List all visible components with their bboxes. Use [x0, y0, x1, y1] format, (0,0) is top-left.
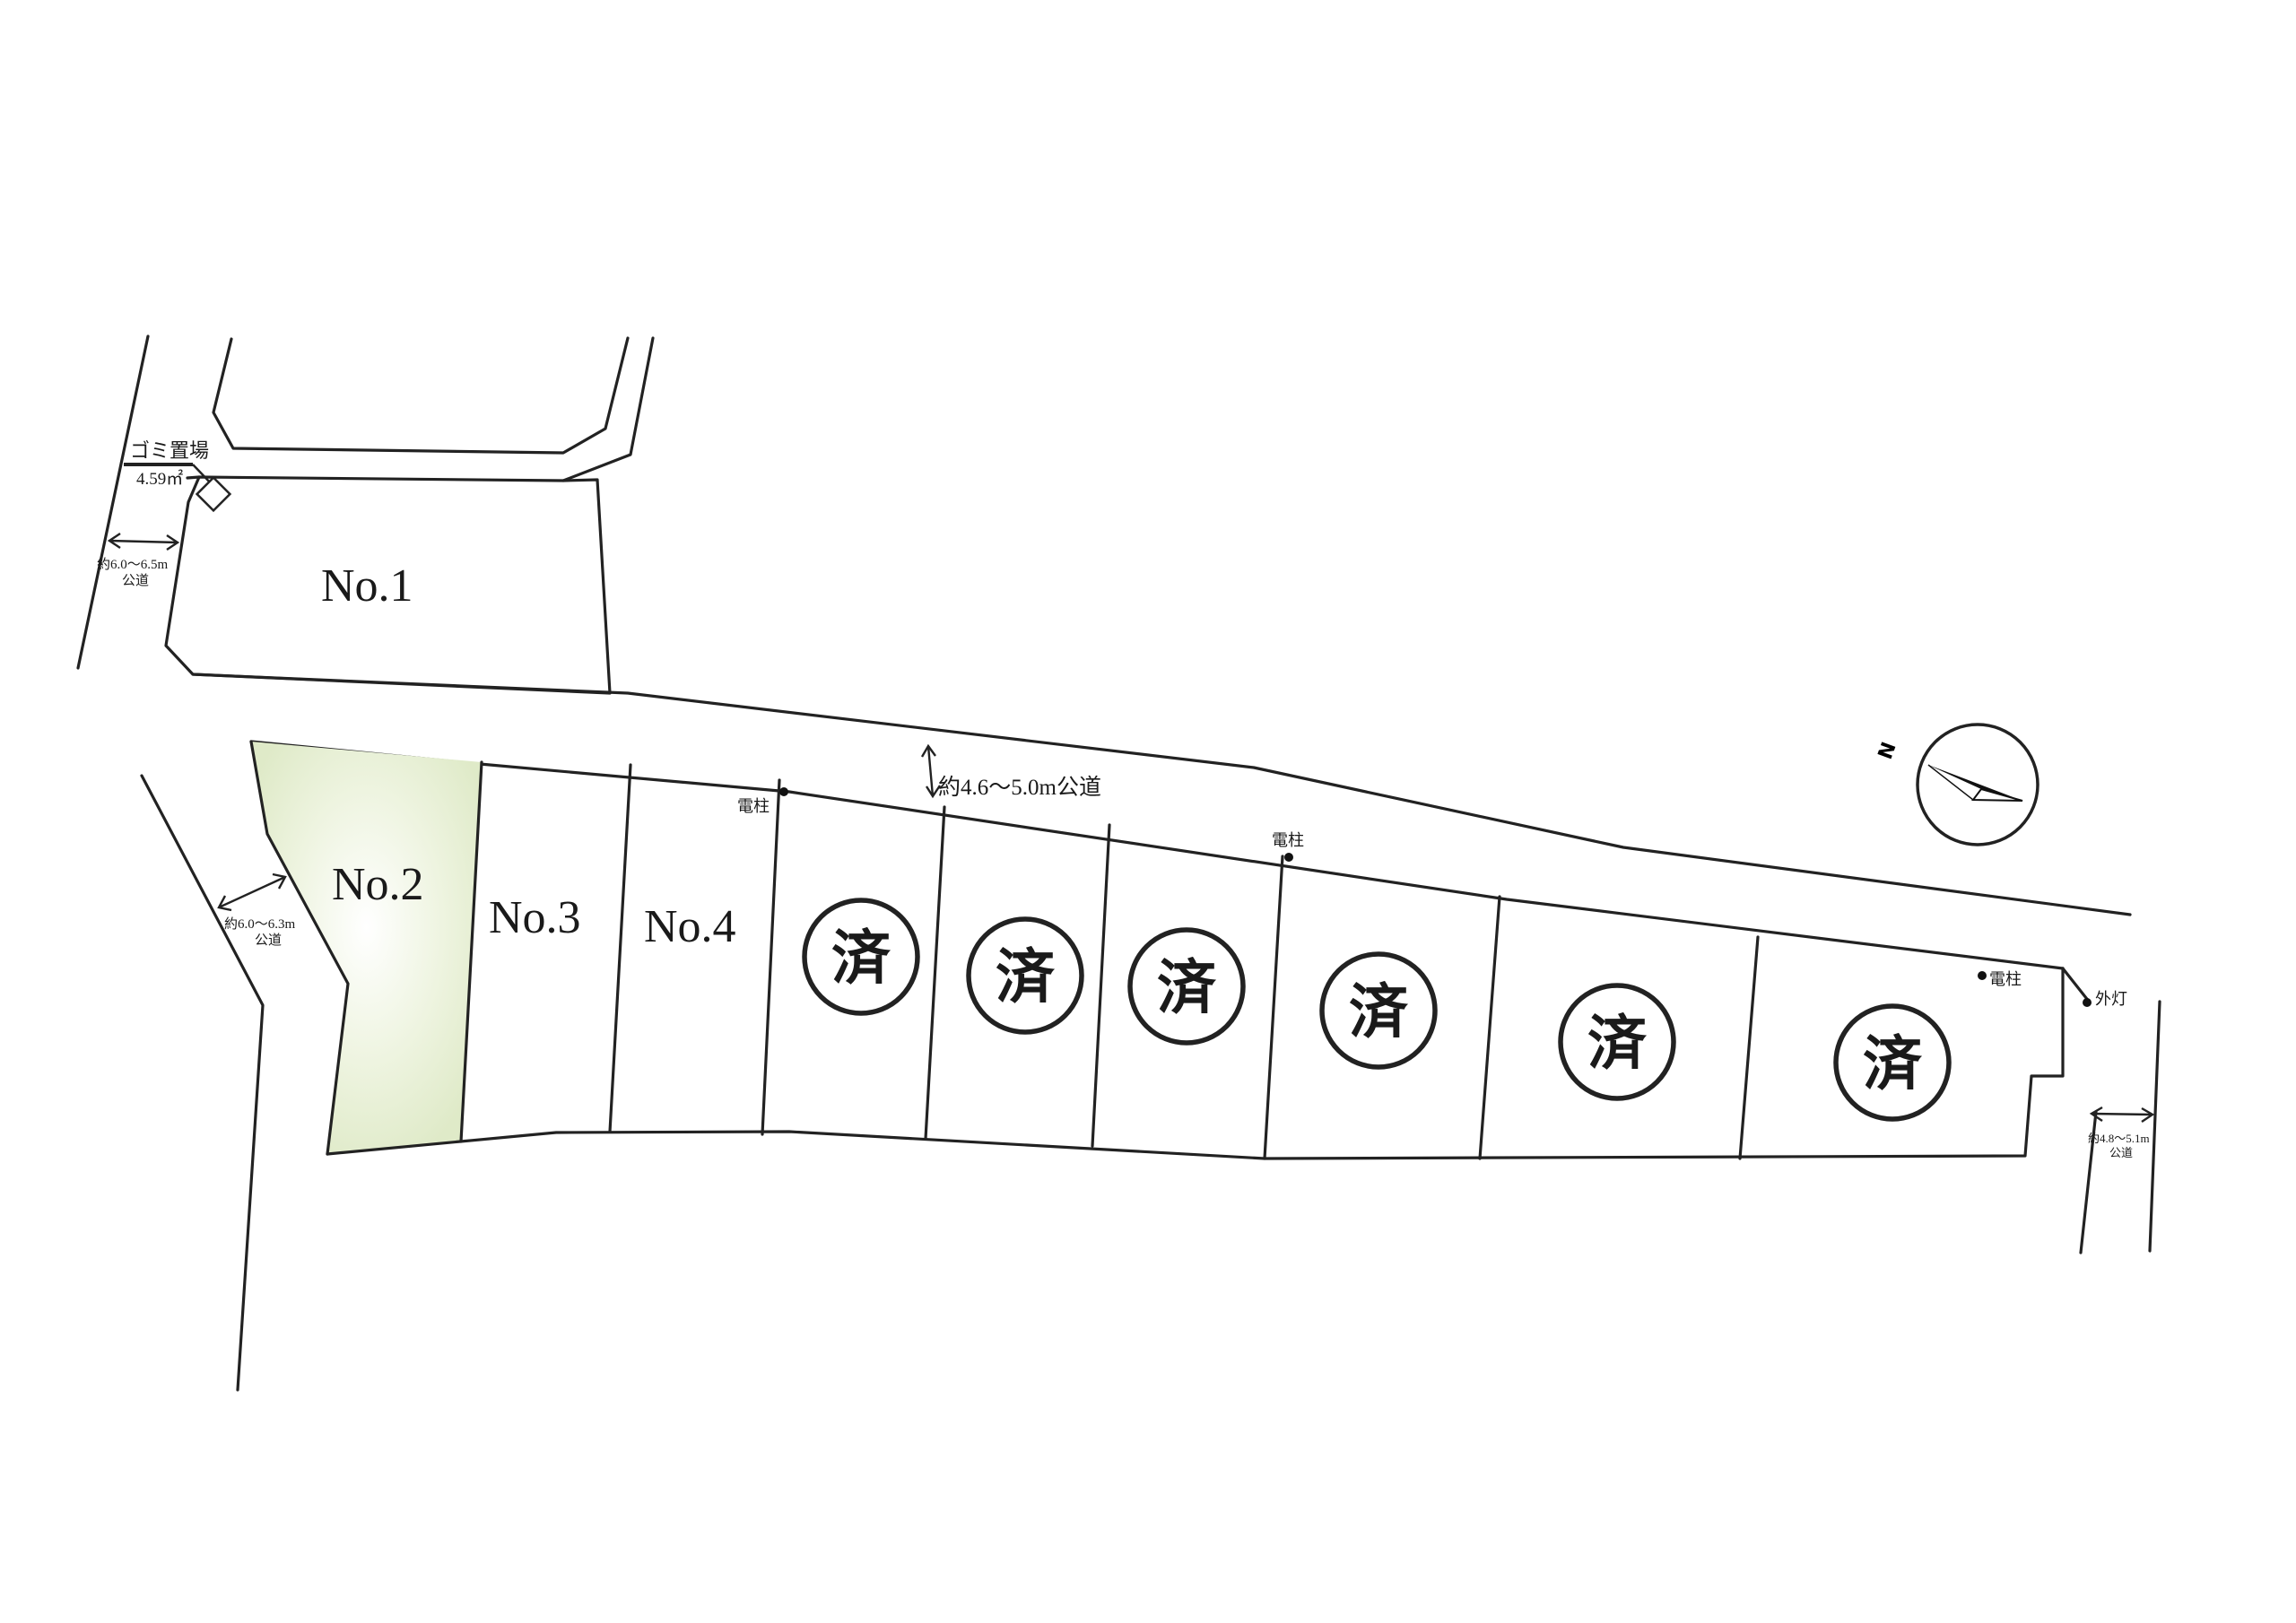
- lot-no1[interactable]: No.1: [164, 475, 612, 695]
- lot-no1-label: No.1: [321, 560, 413, 612]
- garbage-area: ゴミ置場 4.59㎡: [124, 439, 232, 513]
- west-upper-road-width: 約6.0～6.5m: [97, 557, 169, 572]
- sold-mark: 済: [1863, 1028, 1923, 1098]
- sold-mark: 済: [1587, 1008, 1648, 1078]
- garbage-area-label: ゴミ置場: [130, 439, 209, 462]
- utility-pole-1: 電柱: [737, 787, 788, 815]
- sold-lot-3[interactable]: 済: [1127, 927, 1246, 1046]
- west-lower-road-type: 公道: [255, 933, 282, 948]
- sold-lot-5[interactable]: 済: [1558, 983, 1676, 1101]
- sold-lot-4[interactable]: 済: [1319, 951, 1438, 1070]
- utility-pole-1-label: 電柱: [737, 797, 770, 815]
- sold-lot-1[interactable]: 済: [802, 898, 920, 1016]
- main-road-label: 約4.6～5.0m公道: [938, 775, 1101, 800]
- lot-boundaries: [249, 740, 2092, 1160]
- main-road-lines: [191, 673, 2132, 970]
- lot-no4-label[interactable]: No.4: [644, 901, 736, 952]
- garbage-area-size: 4.59㎡: [136, 468, 183, 489]
- lot-no2[interactable]: No.2: [251, 742, 482, 1154]
- east-road-type: 公道: [2109, 1146, 2133, 1159]
- north-compass: N: [1874, 723, 2039, 846]
- street-light: 外灯: [2083, 990, 2127, 1008]
- sold-lot-6[interactable]: 済: [1833, 1003, 1952, 1122]
- west-lower-road-annotation: 約6.0～6.3m 公道: [217, 872, 296, 948]
- lot-no2-label: No.2: [332, 859, 424, 910]
- west-lower-road-width: 約6.0～6.3m: [224, 916, 296, 932]
- utility-pole-3-label: 電柱: [1989, 970, 2022, 988]
- sold-mark: 済: [831, 923, 891, 993]
- west-upper-road-type: 公道: [122, 573, 149, 588]
- utility-pole-3: 電柱: [1978, 970, 2022, 988]
- sold-mark: 済: [1349, 976, 1409, 1046]
- west-upper-road-annotation: 約6.0～6.5m 公道: [97, 533, 180, 588]
- sold-lot-2[interactable]: 済: [966, 916, 1084, 1035]
- east-road-width: 約4.8～5.1m: [2088, 1132, 2150, 1145]
- lot-no3-label[interactable]: No.3: [489, 892, 581, 943]
- street-light-label: 外灯: [2095, 990, 2127, 1008]
- sold-mark: 済: [1157, 952, 1217, 1022]
- utility-pole-2: 電柱: [1272, 831, 1304, 862]
- utility-pole-2-label: 電柱: [1272, 831, 1304, 849]
- east-road-annotation: 約4.8～5.1m 公道: [2088, 1106, 2155, 1159]
- sold-mark: 済: [996, 942, 1056, 1011]
- north-label: N: [1874, 739, 1901, 762]
- main-road-annotation: 約4.6～5.0m公道: [920, 743, 1101, 800]
